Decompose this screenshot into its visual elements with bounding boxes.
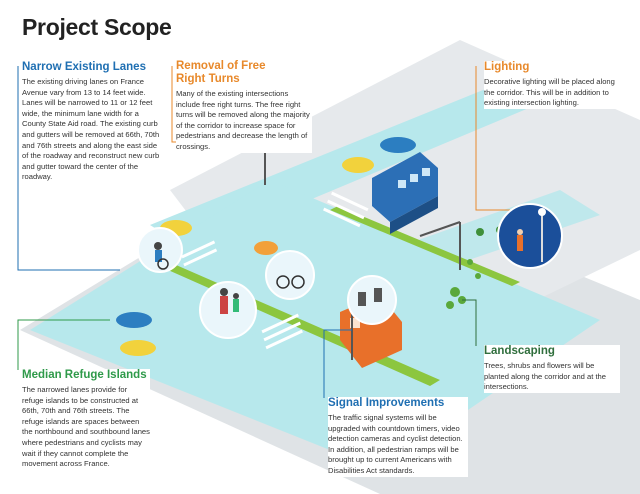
callout-body: Trees, shrubs and flowers will be plante… (484, 361, 607, 392)
callout-body: Many of the existing intersections inclu… (176, 89, 310, 151)
landscaping-plants (446, 259, 481, 309)
callout-body: Decorative lighting will be placed along… (484, 77, 615, 108)
detail-circle-bike (265, 250, 315, 300)
callout-free-right-turns: Removal of Free Right Turns Many of the … (176, 60, 312, 153)
callout-heading: Removal of Free Right Turns (176, 60, 312, 86)
callout-heading: Signal Improvements (328, 397, 445, 409)
callout-heading: Narrow Existing Lanes (22, 61, 146, 73)
callout-heading: Landscaping (484, 345, 555, 357)
callout-signal-improvements: Signal Improvements The traffic signal s… (328, 397, 468, 477)
detail-circle-signal (347, 275, 397, 325)
callout-heading: Median Refuge Islands (22, 369, 147, 381)
callout-lighting: Lighting Decorative lighting will be pla… (484, 61, 620, 109)
car-yellow-3 (120, 340, 156, 356)
car-blue-2 (116, 312, 152, 328)
detail-circle-wheelchair (137, 227, 183, 273)
car-blue-1 (380, 137, 416, 153)
callout-heading: Lighting (484, 61, 530, 73)
crosswalk-stripes (181, 191, 369, 350)
callout-leaders (17, 66, 510, 398)
callout-median-refuge: Median Refuge Islands The narrowed lanes… (22, 369, 150, 470)
car-orange (254, 241, 278, 255)
callout-body: The existing driving lanes on France Ave… (22, 77, 160, 182)
bus-blue (372, 152, 438, 234)
callout-heading-line1: Removal of Free (176, 60, 266, 72)
callout-body: The narrowed lanes provide for refuge is… (22, 385, 150, 469)
callout-body: The traffic signal systems will be upgra… (328, 413, 463, 475)
car-yellow-1 (342, 157, 374, 173)
detail-circle-pedestrians (199, 281, 257, 339)
callout-narrow-lanes: Narrow Existing Lanes The existing drivi… (22, 61, 160, 183)
page-title: Project Scope (22, 14, 172, 40)
median-strip-upper (330, 206, 520, 286)
callout-landscaping: Landscaping Trees, shrubs and flowers wi… (484, 345, 620, 393)
detail-circle-lighting (497, 203, 563, 269)
callout-heading-line2: Right Turns (176, 73, 240, 85)
